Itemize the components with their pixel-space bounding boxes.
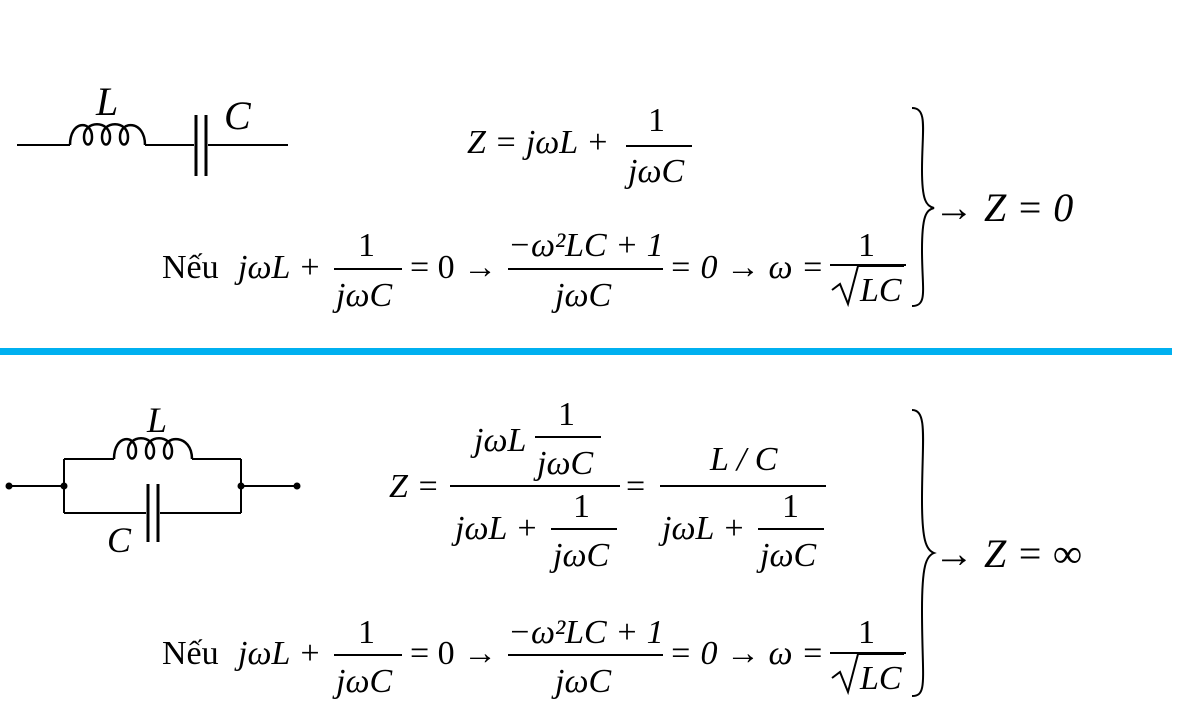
- numerator-term: jωL: [474, 422, 527, 459]
- fraction-bar: [758, 528, 824, 530]
- inductor-label: L: [96, 79, 119, 124]
- fraction-numerator: 1: [358, 227, 375, 264]
- fraction-bar: [535, 436, 601, 438]
- inductor-symbol: [112, 437, 194, 460]
- fraction-bar: [334, 654, 402, 656]
- sqrt-radicand: LC: [860, 660, 902, 697]
- section-divider: [0, 348, 1172, 355]
- equals-arrow: = 0 →: [410, 249, 498, 286]
- capacitor-label: C: [107, 520, 132, 560]
- condition-word: Nếu: [162, 249, 219, 286]
- fraction-denominator: jωC: [336, 277, 393, 314]
- terminal-dot: [5, 482, 13, 490]
- result-z-zero: → Z = 0: [934, 185, 1074, 230]
- equals-arrow-omega: = 0 → ω =: [669, 249, 824, 286]
- denominator-term: jωL +: [662, 510, 746, 547]
- fraction-numerator: −ω²LC + 1: [508, 227, 664, 264]
- fraction-bar: [830, 652, 906, 654]
- inductor-label: L: [147, 400, 168, 440]
- equation-z-lhs: Z = jωL +: [467, 124, 610, 161]
- right-brace-top: [911, 107, 935, 307]
- equals-sign: =: [626, 468, 646, 505]
- right-brace-bottom: [911, 409, 937, 697]
- inductor-symbol: [68, 123, 147, 146]
- numerator-term: L / C: [710, 441, 778, 478]
- equation-z-lhs: Z =: [389, 468, 440, 505]
- nested-denominator: jωC: [760, 537, 817, 574]
- equals-arrow: = 0 →: [410, 635, 498, 672]
- series-lc-circuit: [17, 115, 288, 176]
- parallel-lc-circuit: [9, 437, 297, 542]
- nested-denominator: jωC: [553, 537, 610, 574]
- main-fraction-bar: [450, 485, 620, 487]
- fraction-denominator: jωC: [555, 277, 612, 314]
- fraction-bar: [551, 528, 617, 530]
- fraction-bar: [508, 268, 663, 270]
- fraction-bar: [626, 145, 692, 147]
- fraction-numerator: 1: [858, 614, 875, 651]
- fraction-denominator: jωC: [628, 153, 685, 190]
- fraction-denominator: jωC: [555, 663, 612, 700]
- fraction-numerator: 1: [858, 227, 875, 264]
- sqrt-radicand: LC: [860, 272, 902, 309]
- sqrt-sign-bottom: [831, 653, 904, 696]
- nested-numerator: 1: [782, 488, 799, 525]
- condition-term: jωL +: [238, 249, 322, 286]
- fraction-denominator: jωC: [336, 663, 393, 700]
- junction-dot: [60, 482, 68, 490]
- fraction-bar: [334, 268, 402, 270]
- fraction-numerator: −ω²LC + 1: [508, 614, 664, 651]
- denominator-term: jωL +: [455, 510, 539, 547]
- nested-numerator: 1: [558, 396, 575, 433]
- fraction-numerator: 1: [648, 102, 665, 139]
- equals-arrow-omega: = 0 → ω =: [669, 635, 824, 672]
- main-fraction-bar: [660, 485, 826, 487]
- fraction-bar: [508, 654, 663, 656]
- nested-denominator: jωC: [537, 445, 594, 482]
- result-z-infinity: → Z = ∞: [934, 531, 1082, 576]
- condition-term: jωL +: [238, 635, 322, 672]
- fraction-numerator: 1: [358, 614, 375, 651]
- sqrt-sign-top: [831, 265, 904, 308]
- nested-numerator: 1: [573, 488, 590, 525]
- condition-word: Nếu: [162, 635, 219, 672]
- capacitor-label: C: [224, 93, 251, 138]
- junction-dot: [237, 482, 245, 490]
- terminal-dot: [293, 482, 301, 490]
- fraction-bar: [830, 264, 906, 266]
